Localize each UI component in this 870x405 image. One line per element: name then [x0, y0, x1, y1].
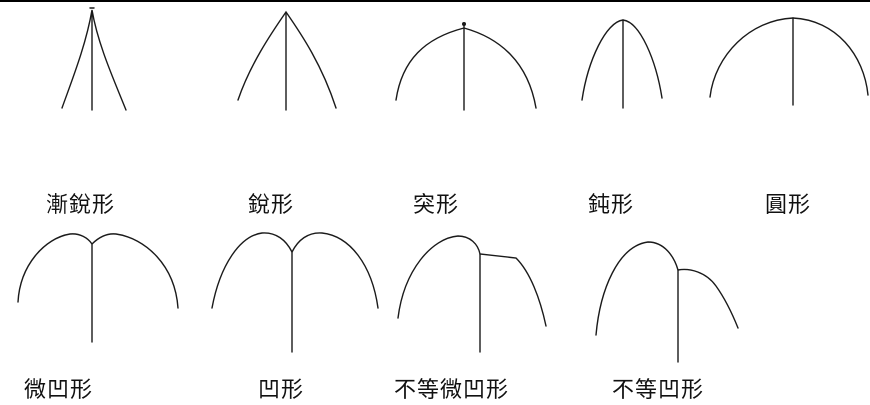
shape-unequal-retuse — [397, 235, 547, 353]
label-mucronate: 突形 — [413, 193, 460, 218]
label-obtuse: 鈍形 — [588, 193, 635, 218]
shape-mucronate — [395, 22, 537, 111]
shape-emarginate — [211, 232, 379, 353]
shape-acuminate — [61, 7, 127, 111]
shape-rounded — [709, 17, 869, 106]
label-emarginate: 凹形 — [258, 378, 305, 403]
label-unequal-retuse: 不等微凹形 — [394, 378, 510, 403]
top-border — [0, 0, 870, 2]
label-unequal-emarginate: 不等凹形 — [612, 378, 705, 403]
shape-retuse — [17, 233, 179, 343]
shape-acute — [237, 10, 337, 111]
shape-unequal-emarginate — [595, 241, 739, 363]
label-retuse: 微凹形 — [24, 378, 94, 403]
label-acute: 銳形 — [248, 193, 295, 218]
label-rounded: 圓形 — [765, 193, 812, 218]
shape-obtuse — [581, 19, 663, 109]
label-acuminate: 漸銳形 — [46, 193, 116, 218]
